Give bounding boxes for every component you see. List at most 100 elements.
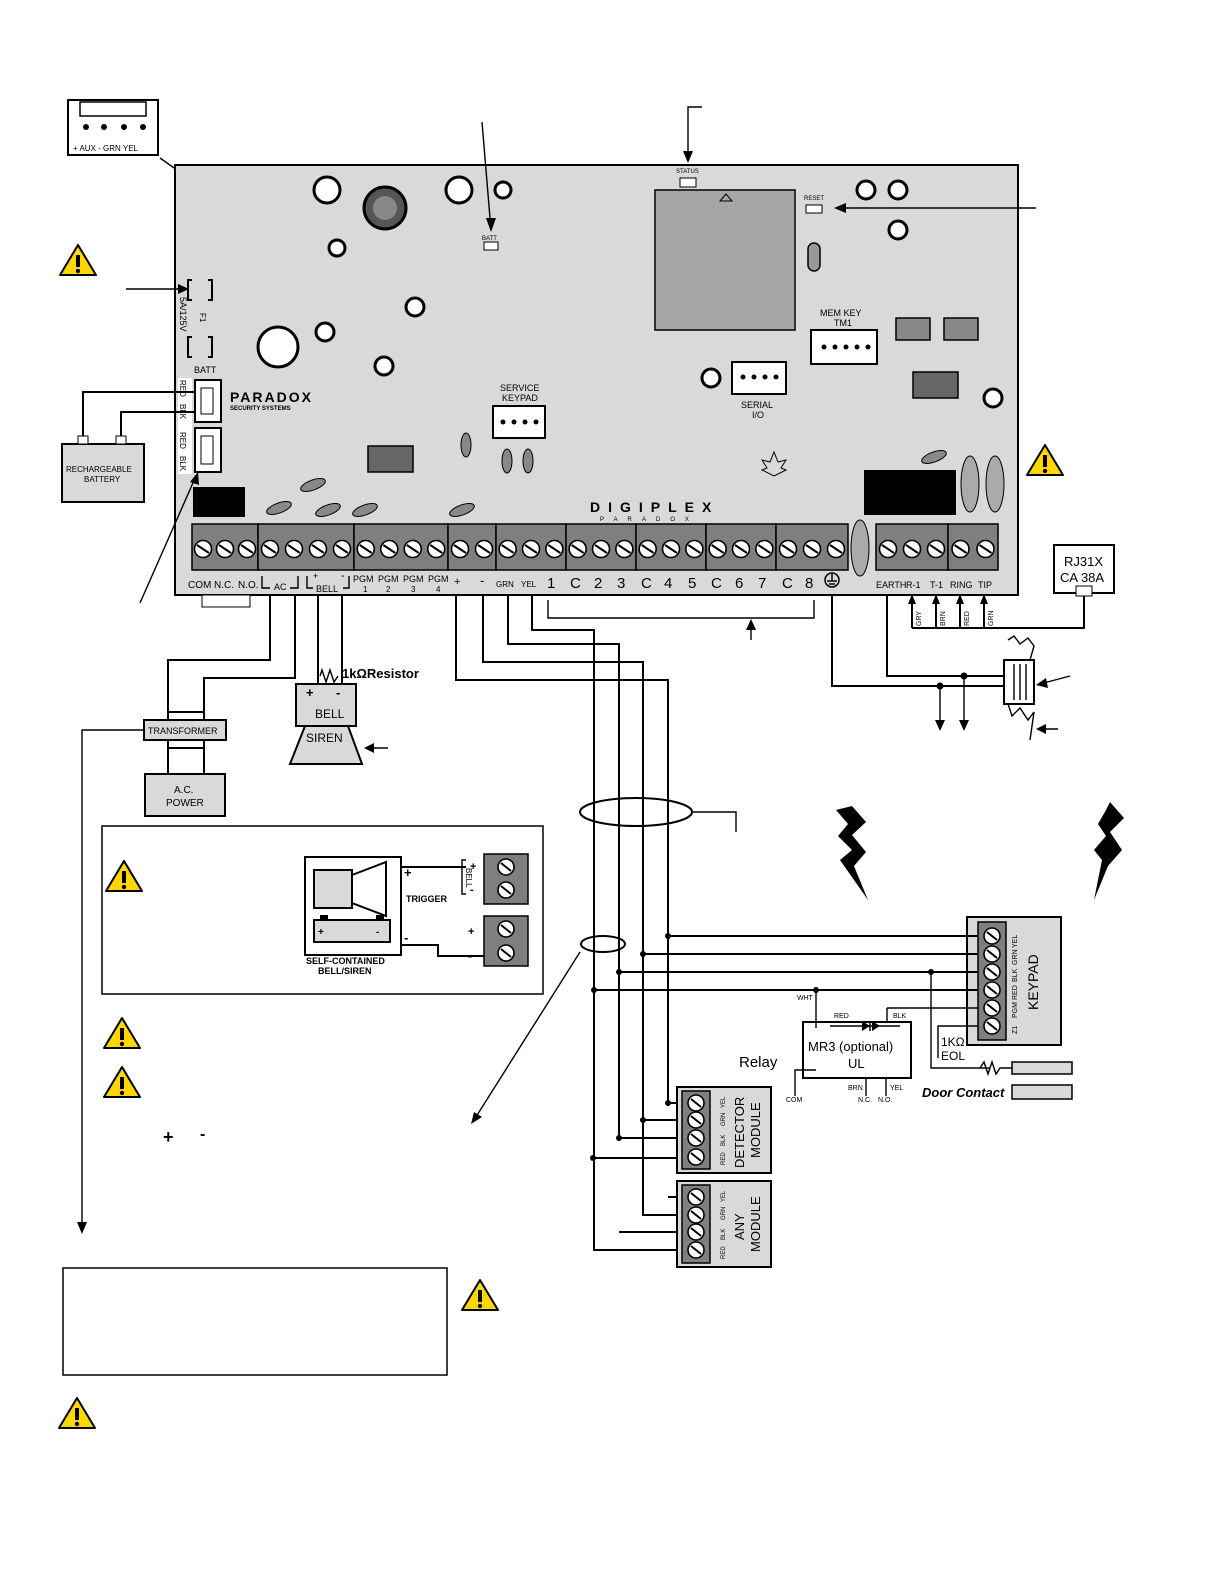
digiplex-subtitle: PARADOX [600,517,699,523]
warning-icon-6 [461,1279,499,1311]
terminal-screw[interactable] [332,539,352,559]
terminal-screw[interactable] [708,539,728,559]
mr3-label-1: MR3 (optional) [808,1039,893,1054]
zone-label-9: 7 [758,575,766,592]
terminal-screw[interactable] [544,539,564,559]
terminal-screw[interactable] [926,539,946,559]
reset-label: RESET [804,196,824,202]
zone-label-7: C [711,575,722,592]
warning-icon-7 [58,1397,96,1429]
aux-connector: + AUX - GRN YEL [67,99,159,156]
fuse-id: F1 [198,313,207,323]
terminal-screw[interactable] [284,539,304,559]
lightning-icon-2 [1094,802,1124,900]
terminal-screw[interactable] [731,539,751,559]
eol-label-2: EOL [941,1049,965,1063]
svg-text:+: + [313,571,318,581]
phone-wire-1: BRN [940,611,947,626]
ac-power-source [144,773,226,817]
zone-label-5: 4 [664,575,672,592]
rj31x-label-2: CA 38A [1060,570,1104,585]
terminal-screw[interactable] [308,539,328,559]
terminal-screw[interactable] [403,539,423,559]
detector-module-label-2: MODULE [748,1102,763,1158]
zone-label-6: 5 [688,575,696,592]
term-pgm-4: PGM [428,574,449,584]
terminal-screw[interactable] [951,539,970,559]
batt-wire-blk-2: BLK [178,456,187,472]
service-keypad-label-2: KEYPAD [502,393,538,403]
any-module-label-2: MODULE [748,1196,763,1252]
svg-text:+: + [470,861,476,873]
keypad-terminal-screw[interactable] [983,927,1001,945]
transformer-label: TRANSFORMER [148,726,218,736]
terminal-screw[interactable] [802,539,822,559]
keypad-terminal-screw[interactable] [983,945,1001,963]
door-contact-label: Door Contact [922,1085,1005,1100]
ac-power-label-1: A.C. [174,785,193,796]
terminal-screw[interactable] [498,539,518,559]
keypad-terminal-screw[interactable] [983,963,1001,981]
polarity-minus: - [200,1126,205,1143]
terminal-screw[interactable] [778,539,798,559]
batt-wire-red-2: RED [178,432,187,449]
term-pgm-3: PGM [403,574,424,584]
warning-icon-2 [1026,444,1064,476]
terminal-screw[interactable] [591,539,611,559]
terminal-screw[interactable] [215,539,235,559]
relay-label: Relay [739,1054,778,1071]
ac-power-label-2: POWER [166,798,204,809]
memkey-label-2: TM1 [834,318,852,328]
terminal-screw[interactable] [826,539,846,559]
mr3-wire-brn: BRN [848,1085,863,1092]
keypad-terminal-screw[interactable] [983,1017,1001,1035]
terminal-screw[interactable] [450,539,470,559]
keypad-term-blk: BLK [1012,968,1019,982]
rj31x-jack [1053,544,1115,594]
brand-logo: PARADOX [230,389,313,405]
fuse-rating: 5A/125V [178,297,188,332]
term-ring: RING [950,580,973,590]
terminal-screw[interactable] [661,539,681,559]
terminal-screw[interactable] [474,539,494,559]
terminal-screw[interactable] [976,539,995,559]
term-earth: EARTH [876,580,906,590]
terminal-screw[interactable] [878,539,898,559]
zone-label-8: 6 [735,575,743,592]
keypad-terminal-screw[interactable] [983,999,1001,1017]
terminal-screw[interactable] [379,539,399,559]
term-tip: TIP [978,580,992,590]
zone-label-2: 2 [594,575,602,592]
terminal-screw[interactable] [568,539,588,559]
keypad-terminal-screw[interactable] [983,981,1001,999]
mr3-com: COM [786,1097,803,1104]
svg-text:-: - [468,948,472,963]
any-term-yel: YEL [721,1190,727,1202]
terminal-screw[interactable] [614,539,634,559]
terminal-screw[interactable] [260,539,280,559]
keypad-term-pgm: PGM [1012,1002,1019,1018]
terminal-screw[interactable] [356,539,376,559]
detector-term-red: RED [721,1152,727,1165]
pgm-num-4: 4 [436,585,441,594]
processor-chip [654,189,796,331]
terminal-screw[interactable] [902,539,922,559]
terminal-screw[interactable] [193,539,213,559]
batt-wire-red-1: RED [178,380,187,397]
terminal-screw[interactable] [237,539,257,559]
terminal-screw[interactable] [521,539,541,559]
term-com: COM [188,580,211,591]
svg-text:+: + [404,865,412,880]
battery-label-1: RECHARGEABLE [66,465,132,474]
terminal-screw[interactable] [754,539,774,559]
terminal-screw[interactable] [638,539,658,559]
term-ac: AC [274,582,287,592]
zone-label-0: 1 [547,575,555,592]
keypad-label: KEYPAD [1025,954,1041,1010]
terminal-screw[interactable] [684,539,704,559]
bell-term-label: BELL [464,868,473,888]
mr3-label-2: UL [848,1056,865,1071]
zone-label-1: C [570,575,581,592]
terminal-screw[interactable] [426,539,446,559]
